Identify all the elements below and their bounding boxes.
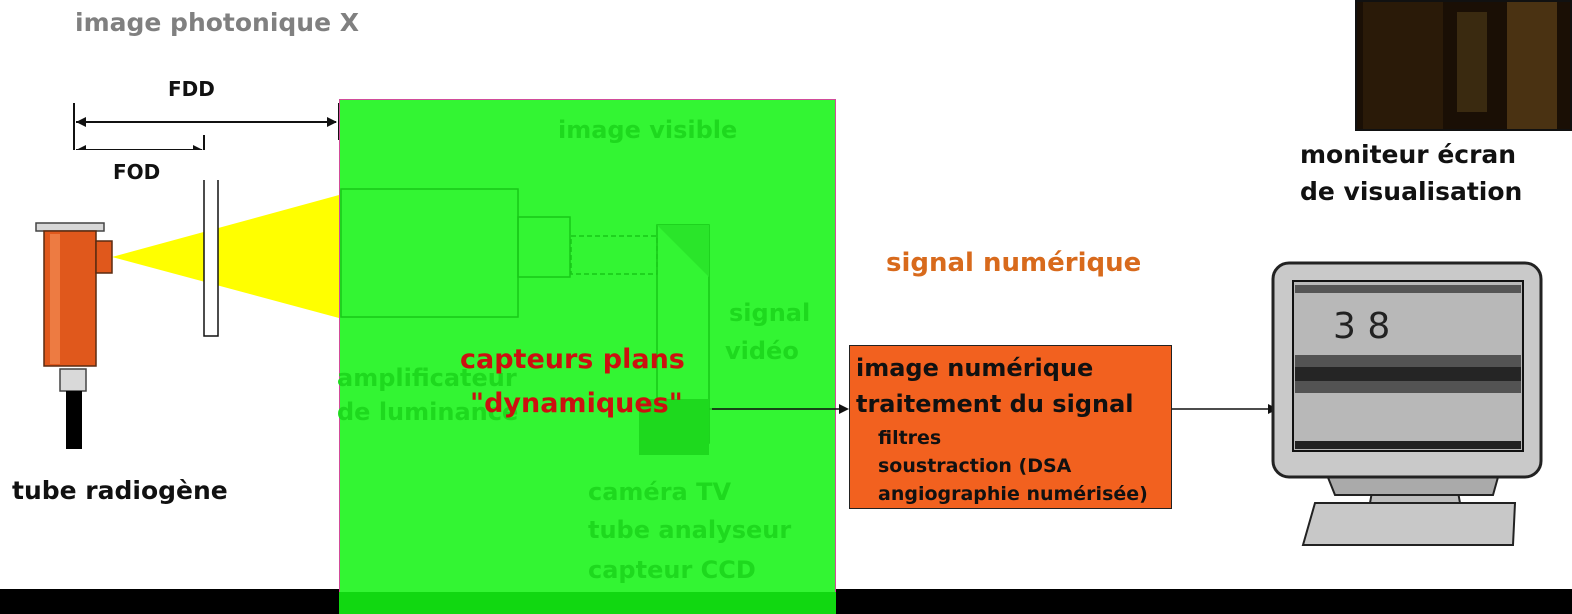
capteurs-label-1: capteurs plans [460, 344, 685, 375]
monitor-icon [1271, 261, 1543, 546]
signal-video-label-1: signal [729, 299, 811, 327]
signal-numerique-label: signal numérique [886, 248, 1142, 278]
detector-panel [339, 99, 836, 614]
signal-arrows [712, 404, 1278, 414]
processing-heading-1: image numérique [856, 354, 1094, 382]
camera-label-3: capteur CCD [588, 556, 756, 584]
radiograph-photo [1355, 0, 1572, 131]
monitor-label: moniteur écran de visualisation [1300, 140, 1523, 206]
detector-chain-outline [340, 188, 835, 455]
tube-base [59, 368, 87, 392]
processing-item: soustraction (DSA [878, 455, 1072, 477]
camera-label-2: tube analyseur [588, 516, 792, 544]
fod-label: FOD [113, 160, 161, 184]
processing-heading-2: traitement du signal [856, 390, 1134, 418]
processing-item: angiographie numérisée) [878, 483, 1148, 505]
camera-label-1: caméra TV [588, 478, 732, 506]
bottom-bar-left [0, 589, 339, 614]
signal-video-label-2: vidéo [725, 337, 799, 365]
dimension-lines [73, 103, 340, 150]
capteurs-label-2: "dynamiques" [470, 388, 683, 419]
tube-cable [66, 391, 82, 449]
processing-item: filtres [878, 427, 942, 449]
tube-window [95, 240, 113, 274]
tube-cap [35, 222, 105, 232]
monitor-screen-text: 3 8 [1333, 306, 1391, 347]
fdd-label: FDD [168, 77, 215, 101]
object-plate [203, 180, 219, 337]
xray-tube-assembly [35, 180, 339, 449]
image-visible-label: image visible [558, 116, 738, 144]
amplifier-label-2: de luminance [337, 398, 519, 426]
amplifier-label-1: amplificateur [337, 364, 517, 392]
bottom-bar-right [836, 589, 1572, 614]
processing-box [849, 345, 1172, 509]
tube-label: tube radiogène [12, 476, 228, 505]
xray-beam [112, 195, 339, 318]
green-panel-footer [339, 592, 836, 614]
diagram-title: image photonique X [75, 8, 360, 37]
